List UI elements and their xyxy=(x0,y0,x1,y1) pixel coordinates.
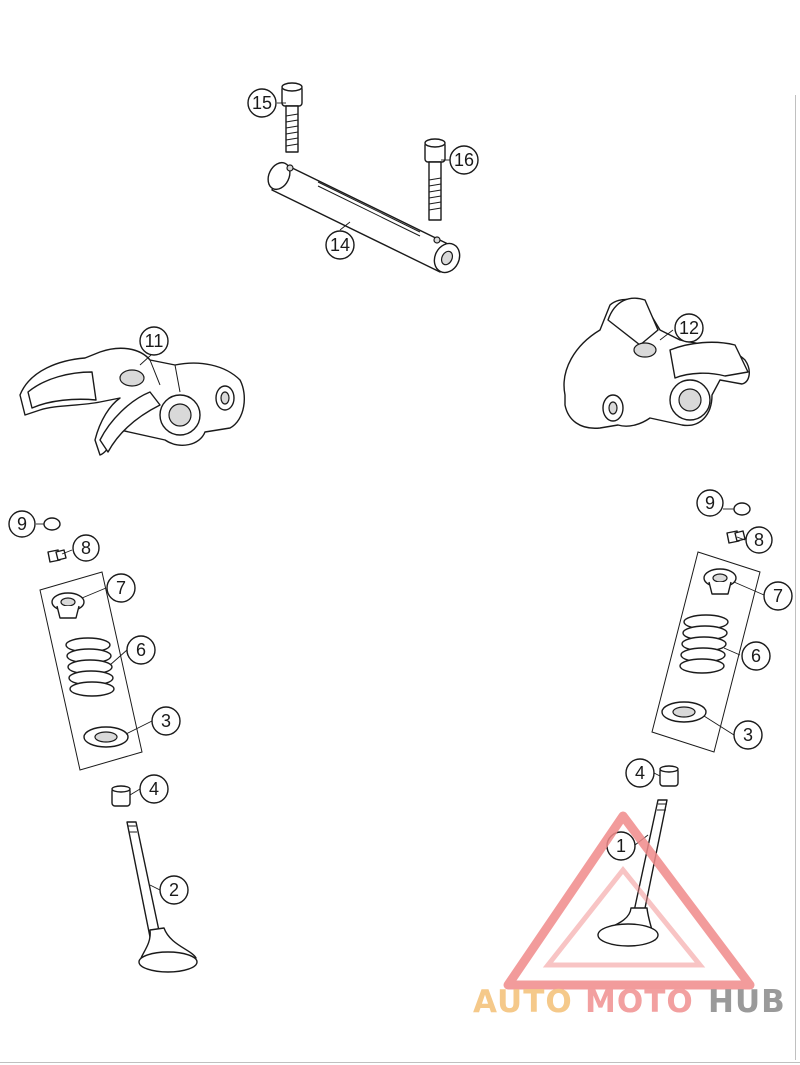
spring-group-frame-right xyxy=(651,551,761,753)
callout-2: 2 xyxy=(159,875,189,905)
rocker-arm-12 xyxy=(563,297,750,429)
watermark-triangle-inner xyxy=(542,865,706,968)
callout-7-right: 7 xyxy=(763,581,793,611)
callout-11: 11 xyxy=(139,326,169,356)
right-border-line xyxy=(795,95,796,1060)
callout-8-left: 8 xyxy=(72,534,100,562)
callout-15-label: 15 xyxy=(252,93,272,113)
valve-spring-left xyxy=(65,637,115,697)
callout-6-right: 6 xyxy=(741,641,771,671)
watermark-text: AUTO MOTO HUB xyxy=(473,984,786,1020)
callout-9-left: 9 xyxy=(8,510,36,538)
callout-8-right-label: 8 xyxy=(754,530,764,550)
right-valve-assembly xyxy=(597,502,761,947)
callout-7-left: 7 xyxy=(106,573,136,603)
callout-4-right-label: 4 xyxy=(635,763,645,783)
callout-3-right: 3 xyxy=(733,720,763,750)
callout-16-label: 16 xyxy=(454,150,474,170)
callout-3-left-label: 3 xyxy=(161,711,171,731)
rocker-shaft-14 xyxy=(267,161,461,274)
callout-3-right-label: 3 xyxy=(743,725,753,745)
valve-cap-left xyxy=(43,517,61,531)
callout-9-right-label: 9 xyxy=(705,493,715,513)
callout-9-right: 9 xyxy=(696,489,724,517)
bolt-15 xyxy=(281,82,303,153)
callout-4-left-label: 4 xyxy=(149,779,159,799)
left-valve-assembly xyxy=(39,517,198,973)
callout-14: 14 xyxy=(325,230,355,260)
watermark-auto: AUTO xyxy=(473,984,573,1020)
leader-lines xyxy=(36,102,765,891)
valve-cap-right xyxy=(733,502,751,516)
callout-8-right: 8 xyxy=(745,526,773,554)
callout-8-left-label: 8 xyxy=(81,538,91,558)
callout-1-label: 1 xyxy=(616,836,626,856)
callout-2-label: 2 xyxy=(169,880,179,900)
callout-6-left: 6 xyxy=(126,635,156,665)
callout-6-left-label: 6 xyxy=(136,640,146,660)
callout-14-label: 14 xyxy=(330,235,350,255)
callout-6-right-label: 6 xyxy=(751,646,761,666)
callout-4-left: 4 xyxy=(139,774,169,804)
watermark-logo xyxy=(503,811,755,990)
callout-16: 16 xyxy=(449,145,479,175)
callout-15: 15 xyxy=(247,88,277,118)
valve-spring-right xyxy=(679,614,729,674)
watermark-moto: MOTO xyxy=(585,984,694,1020)
callout-3-left: 3 xyxy=(151,706,181,736)
valve-2 xyxy=(126,821,198,973)
callout-4-right: 4 xyxy=(625,758,655,788)
callout-12: 12 xyxy=(674,313,704,343)
bolt-16 xyxy=(424,138,446,221)
callout-9-left-label: 9 xyxy=(17,514,27,534)
rocker-arm-11 xyxy=(19,347,246,456)
callout-7-left-label: 7 xyxy=(116,578,126,598)
callout-12-label: 12 xyxy=(679,318,699,338)
callout-7-right-label: 7 xyxy=(773,586,783,606)
watermark-triangle xyxy=(503,811,755,990)
callout-11-label: 11 xyxy=(145,331,164,351)
bottom-border-line xyxy=(0,1062,800,1063)
spring-group-frame-left xyxy=(39,571,143,771)
watermark-hub: HUB xyxy=(708,984,786,1020)
